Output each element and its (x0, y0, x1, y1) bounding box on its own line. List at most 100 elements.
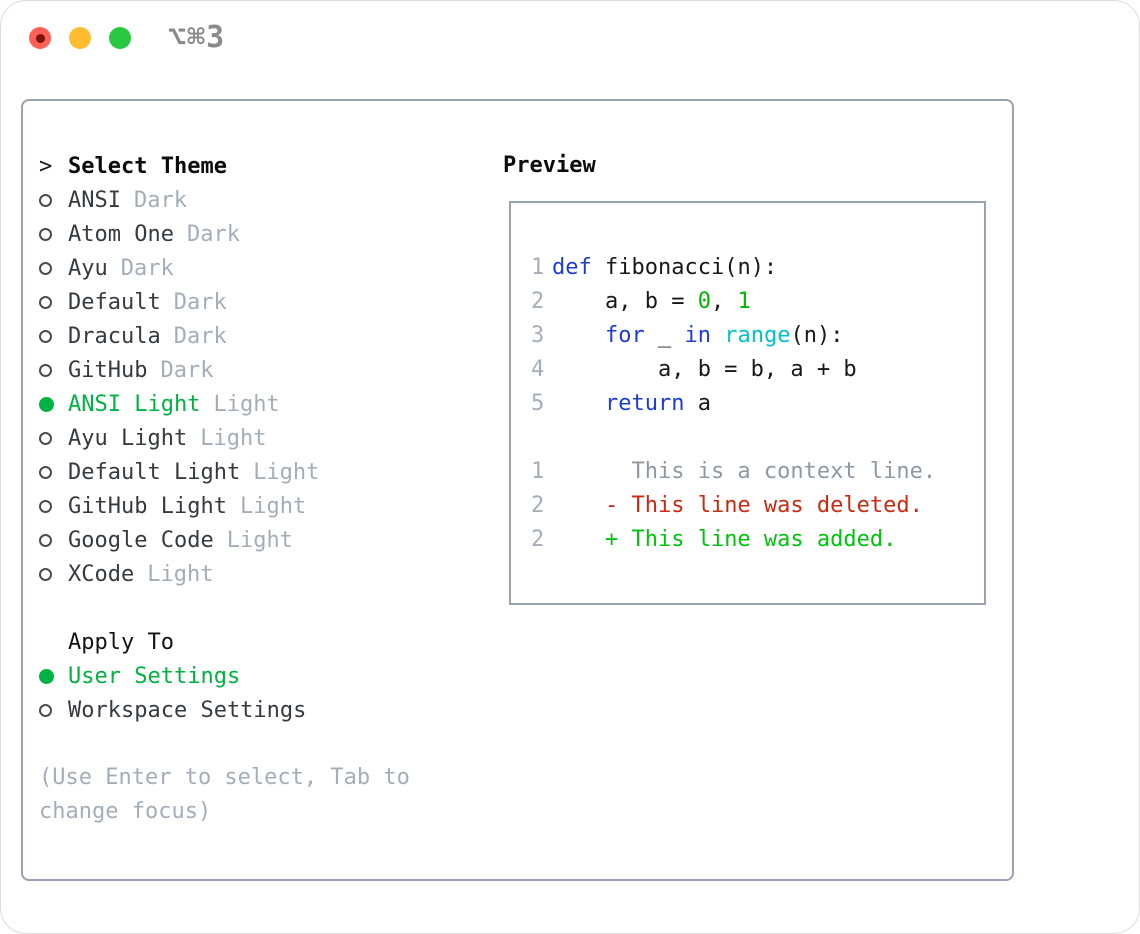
theme-list-title: Select Theme (68, 153, 227, 179)
code-segment (552, 523, 605, 557)
diff-line: 2 - This line was deleted. (531, 489, 984, 523)
diff-line: 2 + This line was added. (531, 523, 984, 557)
radio-icon (39, 329, 52, 343)
code-segment: range (724, 323, 791, 348)
code-segment: return (604, 391, 685, 416)
theme-name: GitHub Light (68, 493, 227, 519)
radio-icon (39, 499, 52, 513)
theme-option[interactable]: Dracula Dark (39, 319, 410, 353)
radio-icon (39, 703, 52, 717)
prompt-icon: > (39, 153, 53, 179)
code-line: 4 a, b = b, a + b (531, 353, 984, 387)
code-segment: in (684, 323, 711, 348)
theme-name: ANSI Light (68, 391, 201, 417)
theme-option[interactable]: GitHub Dark (39, 353, 410, 387)
code-segment (711, 319, 724, 353)
zoom-button[interactable] (109, 27, 131, 49)
code-segment: - This line was deleted. (604, 493, 923, 518)
theme-option[interactable]: GitHub Light Light (39, 489, 410, 523)
apply-option[interactable]: User Settings (39, 659, 410, 693)
radio-icon (39, 567, 52, 581)
theme-option[interactable]: XCode Light (39, 557, 410, 591)
theme-name: GitHub (68, 357, 148, 383)
theme-variant-tag: Light (213, 391, 280, 417)
help-text-line2: change focus) (39, 799, 212, 824)
code-segment: , (710, 289, 738, 314)
theme-name: Default (68, 289, 161, 315)
radio-selected-icon (39, 396, 54, 412)
code-segment: This is a context line. (552, 459, 937, 484)
apply-option[interactable]: Workspace Settings (39, 693, 410, 727)
theme-name: XCode (68, 561, 135, 587)
code-segment: for (604, 323, 645, 348)
minimize-button[interactable] (69, 27, 91, 49)
line-number: 2 (531, 493, 545, 518)
theme-variant-tag: Light (239, 493, 307, 519)
apply-option-label: User Settings (68, 663, 241, 689)
code-segment (552, 489, 605, 523)
code-segment: + This line was added. (604, 527, 897, 552)
theme-name: ANSI (68, 187, 121, 213)
code-segment: fibonacci(n): (591, 255, 778, 280)
apply-to-title: Apply To (68, 629, 174, 655)
line-number: 2 (531, 289, 545, 314)
line-number: 3 (531, 323, 545, 348)
radio-icon (39, 261, 52, 275)
theme-option[interactable]: Ayu Dark (39, 251, 410, 285)
radio-icon (39, 227, 52, 241)
code-line: 5 return a (531, 387, 984, 421)
blank-line (531, 421, 984, 455)
code-segment: a (684, 391, 711, 416)
theme-option[interactable]: ANSI Light Light (39, 387, 410, 421)
diff-line: 1 This is a context line. (531, 455, 984, 489)
theme-option[interactable]: Default Light Light (39, 455, 410, 489)
theme-name: Dracula (68, 323, 161, 349)
line-number: 4 (531, 357, 545, 382)
theme-variant-tag: Light (200, 425, 267, 451)
theme-variant-tag: Dark (120, 255, 174, 281)
theme-list-header: > Select Theme (39, 149, 410, 183)
theme-variant-tag: Dark (173, 289, 227, 315)
theme-name: Ayu (68, 255, 108, 281)
code-segment (552, 387, 605, 421)
theme-variant-tag: Light (226, 527, 293, 553)
line-number: 1 (531, 255, 545, 280)
line-number: 2 (531, 527, 545, 552)
code-segment: a, b = b, a + b (552, 357, 857, 382)
radio-icon (39, 363, 52, 377)
code-line: 3 for _ in range(n): (531, 319, 984, 353)
theme-name: Ayu Light (68, 425, 188, 451)
theme-option[interactable]: Default Dark (39, 285, 410, 319)
radio-icon (39, 465, 52, 479)
theme-name: Default Light (68, 459, 241, 485)
code-segment: _ (644, 323, 685, 348)
radio-icon (39, 431, 52, 445)
theme-variant-tag: Dark (133, 187, 187, 213)
line-number: 5 (531, 391, 545, 416)
close-button[interactable] (29, 27, 51, 49)
radio-icon (39, 193, 52, 207)
theme-variant-tag: Dark (160, 357, 214, 383)
theme-variant-tag: Light (253, 459, 320, 485)
theme-option[interactable]: ANSI Dark (39, 183, 410, 217)
theme-variant-tag: Dark (173, 323, 227, 349)
unsaved-dot-icon (35, 33, 45, 43)
code-segment: 1 (737, 289, 751, 314)
line-number: 1 (531, 459, 545, 484)
help-text-line1: (Use Enter to select, Tab to (39, 765, 410, 790)
code-segment: (n): (790, 323, 844, 348)
spacer (39, 591, 410, 625)
spacer (39, 727, 410, 761)
theme-option[interactable]: Ayu Light Light (39, 421, 410, 455)
theme-variant-tag: Light (147, 561, 214, 587)
